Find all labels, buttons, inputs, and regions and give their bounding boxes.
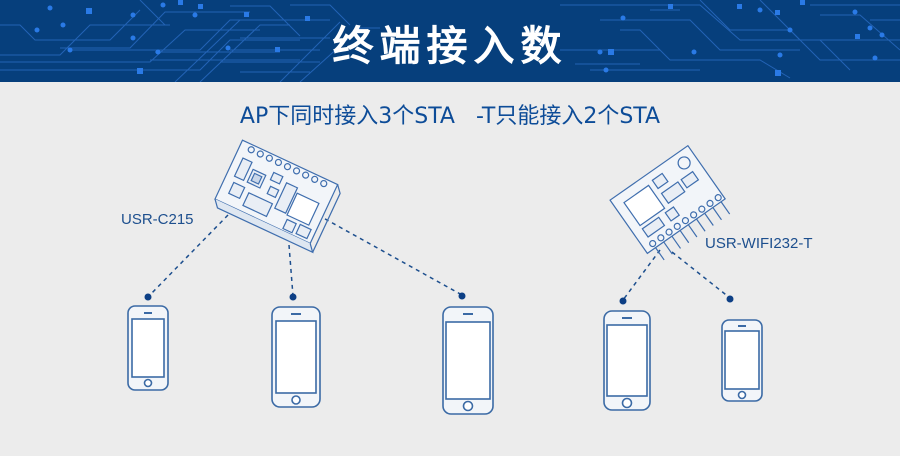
wifi-module-icon bbox=[609, 144, 731, 261]
subtitle: AP下同时接入3个STA -T只能接入2个STA bbox=[239, 104, 661, 129]
smartphone-icon bbox=[603, 310, 651, 411]
connection-endpoints bbox=[144, 292, 734, 305]
circuit-pattern-decoration bbox=[0, 0, 900, 82]
module-label-usr-wifi232-t: USR-WIFI232-T bbox=[705, 235, 813, 252]
connection-lines bbox=[147, 214, 731, 301]
smartphone-icon bbox=[271, 306, 321, 408]
page-title: 终端接入数 bbox=[332, 22, 568, 70]
smartphone-icon bbox=[127, 305, 169, 391]
module-label-usr-c215: USR-C215 bbox=[121, 211, 194, 228]
smartphone-icon bbox=[442, 306, 494, 415]
smartphone-icon bbox=[721, 319, 763, 402]
header-banner: 终端接入数 bbox=[0, 0, 900, 82]
wifi-module-icon bbox=[214, 139, 341, 254]
